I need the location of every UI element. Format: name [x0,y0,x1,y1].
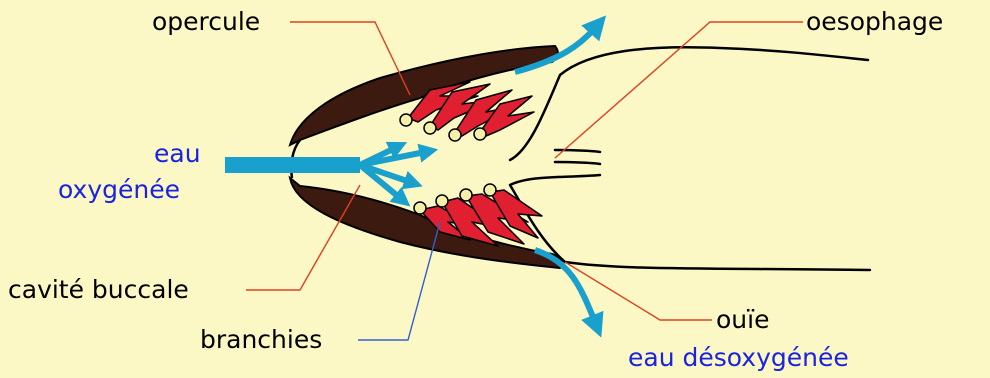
label-cavite-buccale: cavité buccale [8,276,189,304]
leader-oesophage [555,22,803,158]
label-branchies: branchies [200,326,322,354]
leader-ouie [565,262,712,320]
label-eau-oxygenee-line2: oxygénée [58,176,180,204]
label-eau-desoxygenee: eau désoxygénée [628,344,849,372]
head-outline [510,47,870,270]
label-eau-oxygenee-line1: eau [154,140,201,168]
label-opercule: opercule [152,8,260,36]
label-oesophage: oesophage [806,8,943,36]
label-ouie: ouïe [716,306,769,334]
